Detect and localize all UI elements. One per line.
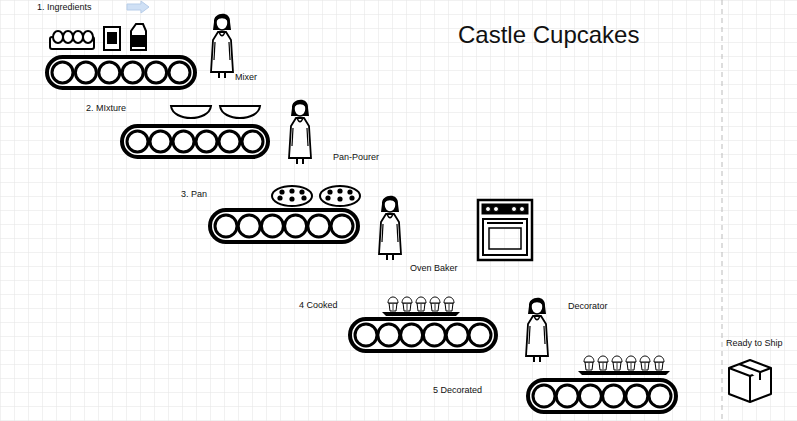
conveyor-belt	[350, 319, 496, 351]
step-label: Ready to Ship	[726, 339, 783, 349]
step-label: Mixer	[235, 73, 257, 83]
worker-figure	[379, 196, 401, 260]
step-label: Oven Baker	[410, 264, 458, 274]
conveyor-belt	[210, 210, 358, 242]
dashed-divider	[722, 0, 723, 421]
oven-icon	[478, 200, 532, 260]
flow-arrow	[127, 1, 149, 13]
step-label: 5 Decorated	[433, 386, 482, 396]
mixing-bowl	[171, 106, 211, 118]
cupcake-tray	[578, 356, 670, 375]
conveyor-belt	[47, 57, 195, 88]
cupcake-pan	[272, 186, 312, 206]
milk-carton-icon	[131, 24, 146, 50]
cupcake-tray	[382, 297, 460, 316]
cupcake-pan	[320, 186, 360, 206]
conveyor-belt	[528, 380, 676, 412]
step-label: 3. Pan	[181, 190, 207, 200]
conveyor-belt	[122, 126, 268, 157]
step-label: 4 Cooked	[299, 301, 338, 311]
eggs-icon	[50, 31, 94, 49]
worker-figure	[211, 14, 233, 78]
step-label: Pan-Pourer	[333, 153, 379, 163]
step-label: 2. MIxture	[86, 104, 126, 114]
flour-box-icon	[104, 27, 120, 50]
step-label: Decorator	[568, 302, 608, 312]
shipping-box-icon	[729, 360, 771, 402]
step-label: 1. Ingredients	[37, 3, 92, 13]
mixing-bowl	[220, 106, 260, 118]
diagram-title: Castle Cupcakes	[458, 22, 639, 48]
worker-figure	[289, 100, 311, 164]
worker-figure	[526, 298, 548, 362]
